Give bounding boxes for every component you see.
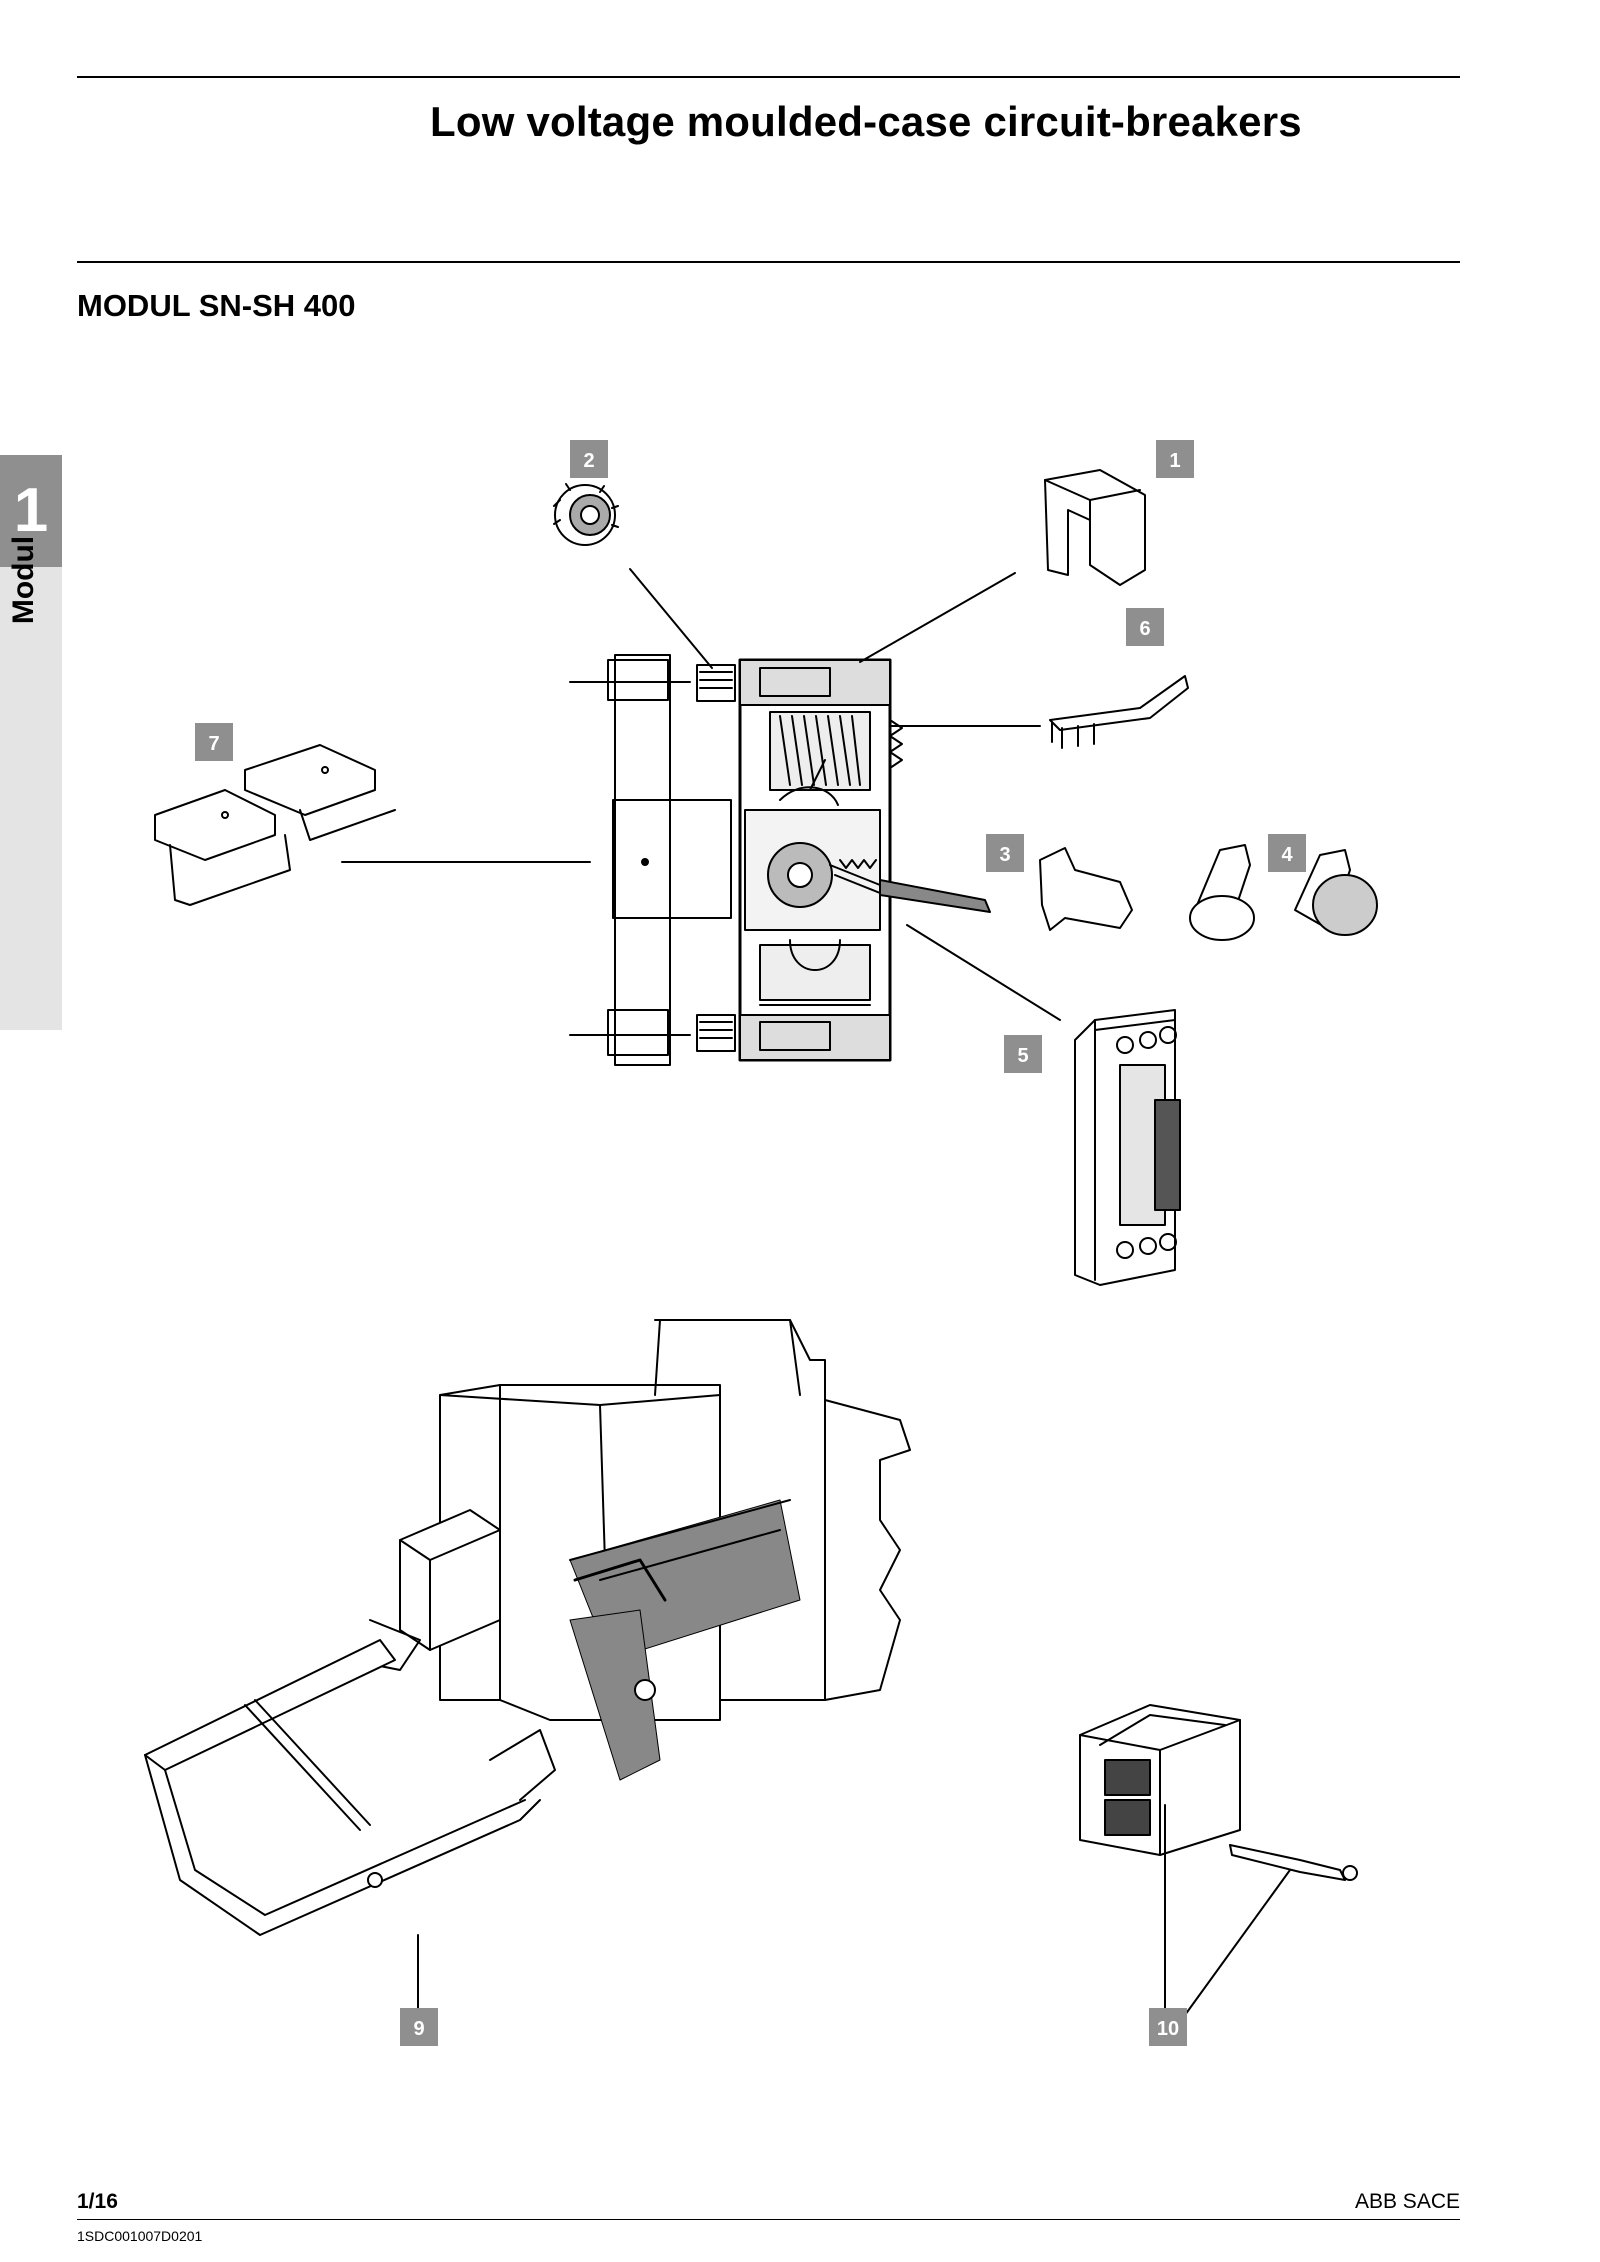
breaker-cross-section — [341, 568, 1061, 1066]
callout-badges: 2 1 6 7 3 4 5 9 10 — [195, 440, 1306, 2046]
callout-badge-3: 3 — [986, 834, 1024, 872]
svg-text:2: 2 — [583, 450, 594, 472]
part-3-handle — [1039, 847, 1133, 931]
footer-rule — [77, 2219, 1460, 2220]
callout-badge-5: 5 — [1004, 1035, 1042, 1073]
callout-badge-9: 9 — [400, 2008, 438, 2046]
header-bottom-rule — [77, 261, 1460, 263]
svg-text:7: 7 — [208, 733, 219, 755]
svg-text:3: 3 — [999, 844, 1010, 866]
document-code: 1SDC001007D0201 — [77, 2228, 203, 2244]
part-5-breaker-front — [1074, 1009, 1181, 1286]
part-4-rotary-handles — [1189, 844, 1378, 941]
svg-text:10: 10 — [1157, 2018, 1179, 2040]
callout-badge-4: 4 — [1268, 834, 1306, 872]
section-title: MODUL SN-SH 400 — [77, 288, 356, 323]
part-2-knob — [553, 483, 619, 546]
part-7-brackets — [154, 744, 396, 906]
part-1-terminal-cover — [1044, 469, 1146, 586]
svg-text:9: 9 — [413, 2018, 424, 2040]
svg-text:5: 5 — [1017, 1045, 1028, 1067]
page-number: 1/16 — [77, 2190, 118, 2213]
company-name: ABB SACE — [1354, 2190, 1460, 2213]
part-9-interlock-assembly — [144, 1319, 911, 2016]
part-6-cover-plate — [1049, 675, 1189, 749]
callout-badge-6: 6 — [1126, 608, 1164, 646]
svg-text:6: 6 — [1139, 618, 1150, 640]
callout-badge-2: 2 — [570, 440, 608, 478]
callout-badge-1: 1 — [1156, 440, 1194, 478]
part-10-auxiliary-contact — [1079, 1704, 1358, 2016]
callout-badge-10: 10 — [1149, 2008, 1187, 2046]
document-title: Low voltage moulded-case circuit-breaker… — [430, 98, 1302, 145]
side-tab-number: 1 — [0, 455, 62, 567]
header-top-rule — [77, 76, 1460, 78]
callout-badge-7: 7 — [195, 723, 233, 761]
svg-text:4: 4 — [1281, 844, 1293, 866]
svg-text:1: 1 — [1169, 450, 1180, 472]
